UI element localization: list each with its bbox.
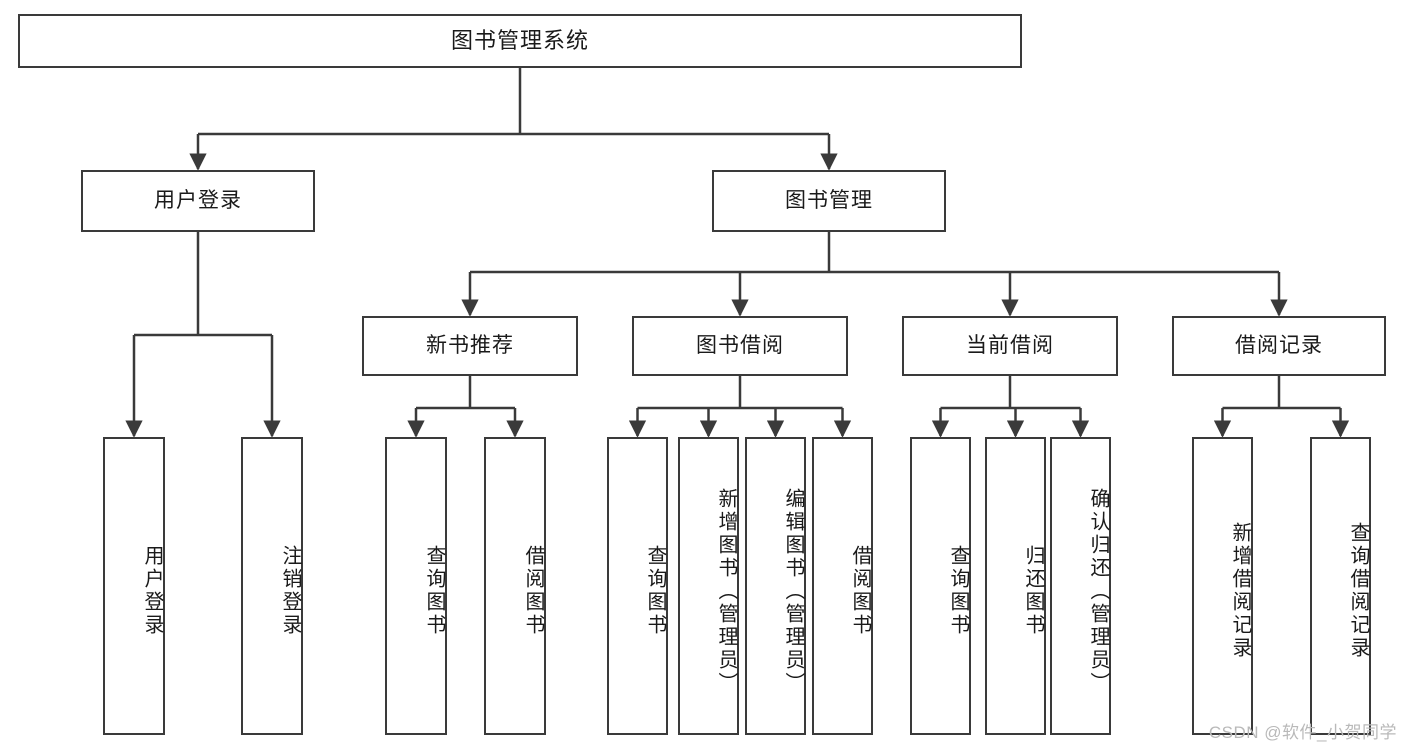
node-leaf-11: 确认归还（管理员） — [1050, 437, 1111, 735]
node-label: 图书管理 — [785, 188, 873, 212]
node-label: 用户登录 — [154, 188, 242, 212]
node-label: 新书推荐 — [426, 333, 514, 357]
node-label: 查询图书 — [644, 545, 666, 637]
node-leaf-3: 查询图书 — [385, 437, 447, 735]
node-leaf-6: 新增图书（管理员） — [678, 437, 739, 735]
node-leaf-2: 注销登录 — [241, 437, 303, 735]
node-book-mgmt: 图书管理 — [712, 170, 946, 232]
node-root: 图书管理系统 — [18, 14, 1022, 68]
node-label: 借阅图书 — [522, 545, 544, 637]
node-label: 图书借阅 — [696, 333, 784, 357]
node-label: 查询图书 — [947, 545, 969, 637]
node-leaf-9: 查询图书 — [910, 437, 971, 735]
node-label: 查询图书 — [423, 545, 445, 637]
node-label: 借阅图书 — [849, 545, 871, 637]
node-leaf-4: 借阅图书 — [484, 437, 546, 735]
node-current: 当前借阅 — [902, 316, 1118, 376]
node-label: 新增借阅记录 — [1229, 522, 1251, 660]
node-records: 借阅记录 — [1172, 316, 1386, 376]
node-label: 归还图书 — [1022, 545, 1044, 637]
node-leaf-7: 编辑图书（管理员） — [745, 437, 806, 735]
node-leaf-5: 查询图书 — [607, 437, 668, 735]
node-leaf-13: 查询借阅记录 — [1310, 437, 1371, 735]
node-user-login: 用户登录 — [81, 170, 315, 232]
node-label: 确认归还（管理员） — [1087, 487, 1109, 695]
node-label: 用户登录 — [141, 545, 163, 637]
node-borrow: 图书借阅 — [632, 316, 848, 376]
node-label: 编辑图书（管理员） — [782, 487, 804, 695]
node-label: 注销登录 — [279, 545, 301, 637]
node-label: 查询借阅记录 — [1347, 522, 1369, 660]
node-leaf-1: 用户登录 — [103, 437, 165, 735]
node-leaf-8: 借阅图书 — [812, 437, 873, 735]
node-label: 新增图书（管理员） — [715, 487, 737, 695]
node-label: 借阅记录 — [1235, 333, 1323, 357]
node-label: 图书管理系统 — [450, 28, 589, 54]
node-new-book: 新书推荐 — [362, 316, 578, 376]
node-leaf-10: 归还图书 — [985, 437, 1046, 735]
node-leaf-12: 新增借阅记录 — [1192, 437, 1253, 735]
node-label: 当前借阅 — [966, 333, 1054, 357]
